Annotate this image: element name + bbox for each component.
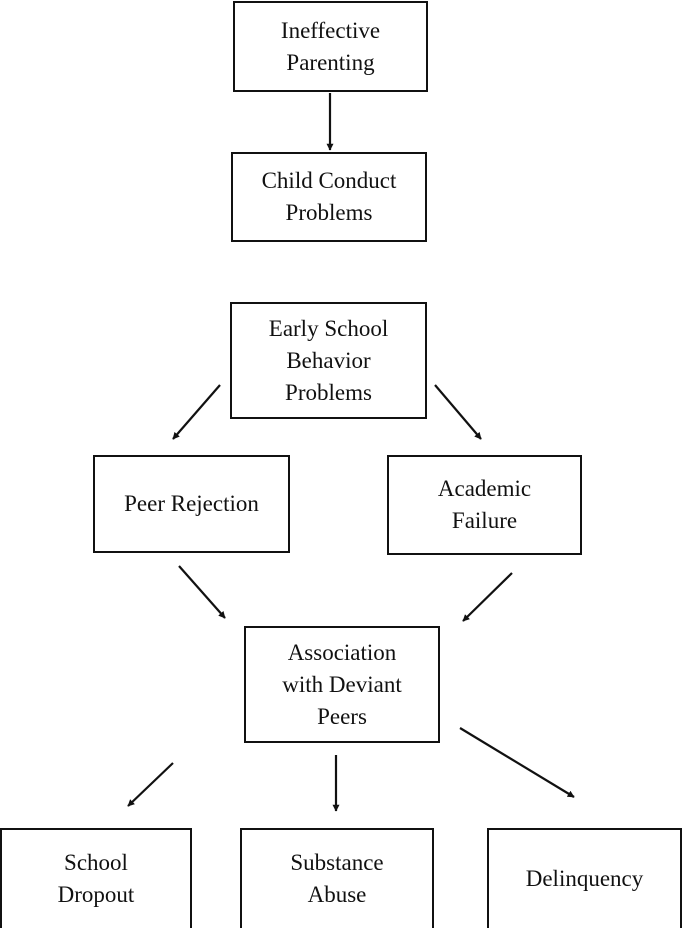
arrow-association-with-deviant-peers-to-delinquency xyxy=(459,727,575,798)
early-school-behavior-problems-box: Early School Behavior Problems xyxy=(230,302,427,419)
child-conduct-problems-line-1: Child Conduct xyxy=(261,168,397,193)
school-dropout-box: School Dropout xyxy=(0,828,192,928)
arrow-early-school-behavior-problems-to-academic-failure xyxy=(434,384,482,440)
association-with-deviant-peers-box: Association with Deviant Peers xyxy=(244,626,440,743)
ineffective-parenting-box: Ineffective Parenting xyxy=(233,1,428,92)
school-dropout-line-1: School xyxy=(64,850,128,875)
school-dropout-line-2: Dropout xyxy=(57,882,135,907)
child-conduct-problems-box: Child Conduct Problems xyxy=(231,152,427,242)
arrow-early-school-behavior-problems-to-peer-rejection xyxy=(172,384,221,440)
substance-abuse-box: Substance Abuse xyxy=(240,828,434,928)
association-with-deviant-peers-line-2: with Deviant xyxy=(282,671,402,697)
child-conduct-problems-line-2: Problems xyxy=(285,200,373,225)
substance-abuse-line-2: Abuse xyxy=(307,882,367,907)
peer-rejection-box: Peer Rejection xyxy=(93,455,290,553)
arrow-association-with-deviant-peers-to-school-dropout xyxy=(127,762,174,807)
ineffective-parenting-line-1: Ineffective xyxy=(280,17,381,43)
academic-failure-line-2: Failure xyxy=(451,508,518,533)
delinquency-box: Delinquency xyxy=(487,828,682,928)
ineffective-parenting-line-2: Parenting xyxy=(286,49,375,75)
early-school-behavior-problems-line-2: Behavior xyxy=(286,347,371,373)
arrow-peer-rejection-to-association-with-deviant-peers xyxy=(178,565,226,619)
substance-abuse-line-1: Substance xyxy=(290,850,384,875)
peer-rejection-line-1: Peer Rejection xyxy=(124,491,259,516)
arrow-academic-failure-to-association-with-deviant-peers xyxy=(462,572,513,622)
delinquency-line-1: Delinquency xyxy=(525,866,644,891)
early-school-behavior-problems-line-1: Early School xyxy=(268,315,389,341)
early-school-behavior-problems-line-3: Problems xyxy=(285,379,372,405)
association-with-deviant-peers-line-1: Association xyxy=(287,639,397,665)
academic-failure-box: Academic Failure xyxy=(387,455,582,555)
academic-failure-line-1: Academic xyxy=(437,476,532,501)
association-with-deviant-peers-line-3: Peers xyxy=(317,703,367,729)
